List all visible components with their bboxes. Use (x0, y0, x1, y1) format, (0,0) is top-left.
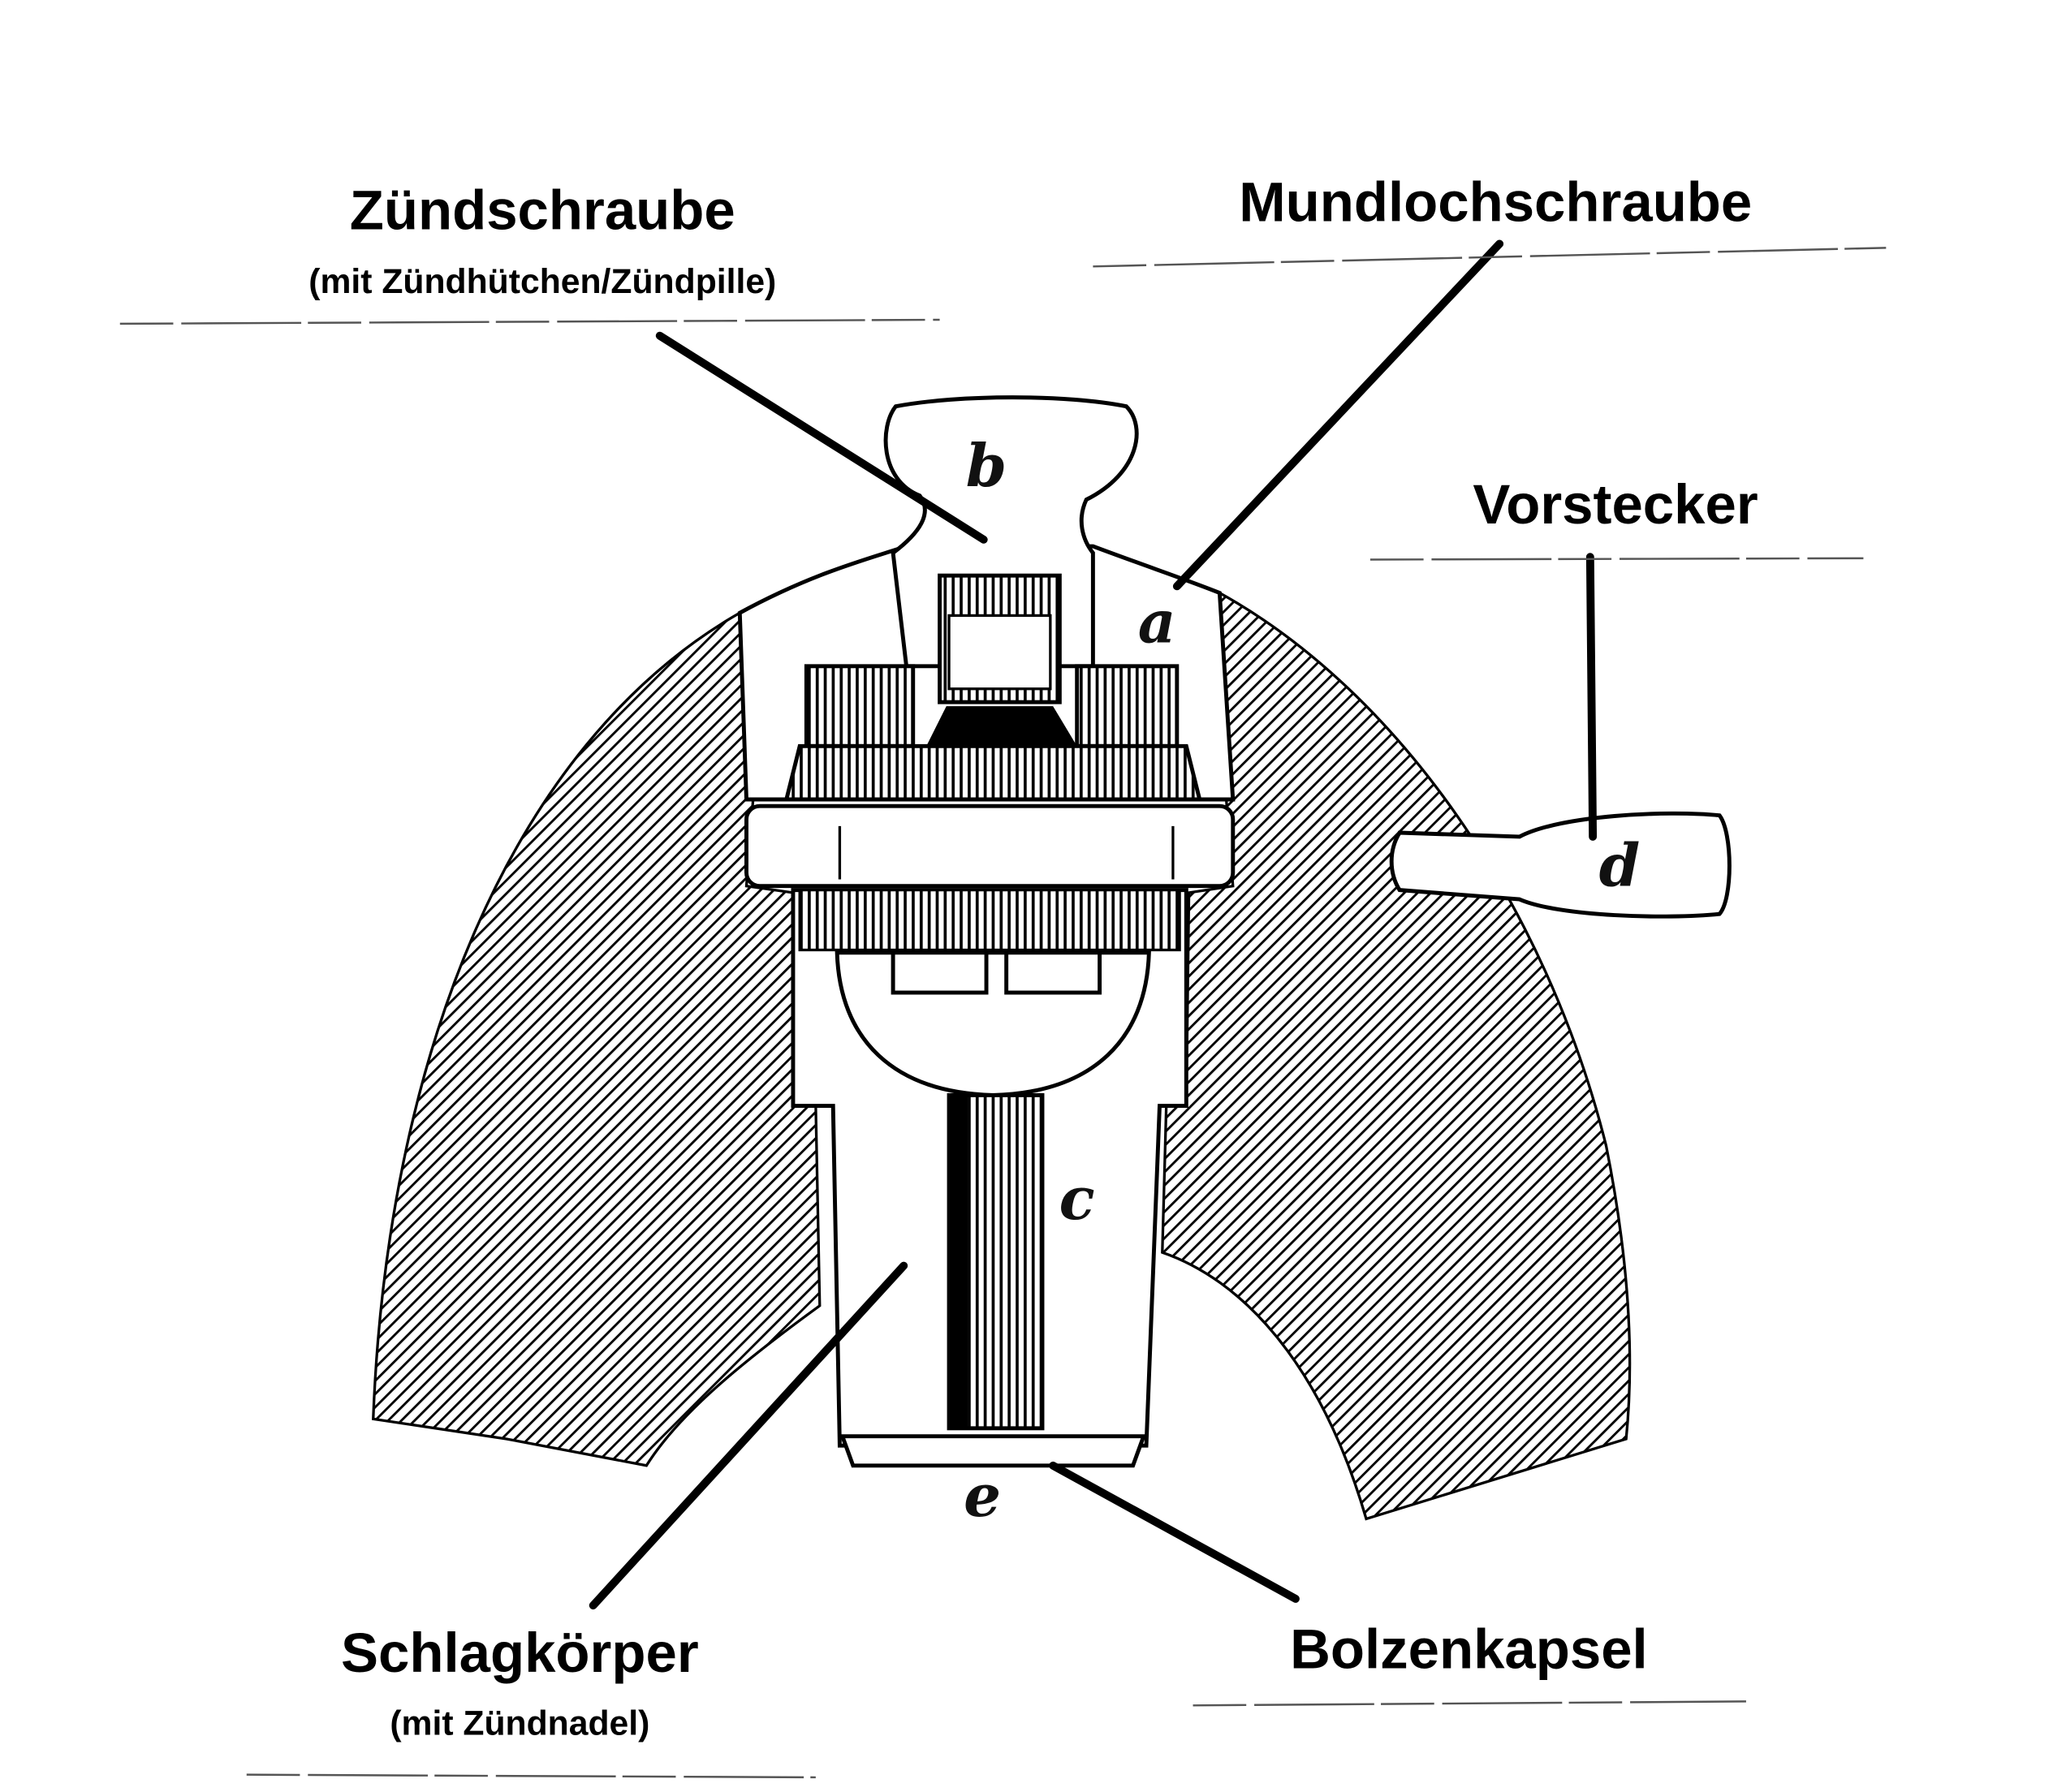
underline-bolzenkapsel (1193, 1700, 1746, 1707)
striker-lug-right (1004, 950, 1102, 995)
bolzenkapsel-cap (839, 1434, 1147, 1468)
shell-left (372, 610, 822, 1467)
part-letter-e: e (964, 1462, 1001, 1531)
striker-lug-left (891, 950, 989, 995)
label-schlagkoerper: Schlagkörper (341, 1622, 699, 1684)
underline-vorstecker (1369, 557, 1864, 561)
part-letter-d: d (1599, 832, 1641, 901)
vorstecker-pin (1389, 811, 1732, 919)
screw-collar-right (1075, 664, 1180, 748)
housing-knurl (798, 888, 1181, 952)
label-schlagkoerper-sub: (mit Zündnadel) (390, 1704, 649, 1742)
leader-mundlochschraube (1172, 239, 1504, 591)
label-zuendschraube: Zündschraube (350, 179, 735, 241)
washer-ring (744, 803, 1236, 889)
part-letter-a: a (1138, 588, 1176, 657)
leader-zuendschraube (655, 331, 988, 544)
label-vorstecker: Vorstecker (1473, 473, 1758, 536)
leader-vorstecker (1585, 553, 1598, 841)
shell-right (1161, 590, 1632, 1521)
label-bolzenkapsel: Bolzenkapsel (1290, 1618, 1648, 1680)
label-mundlochschraube: Mundlochschraube (1239, 171, 1752, 234)
leader-bolzenkapsel (1049, 1461, 1300, 1603)
screw-base (783, 743, 1202, 802)
underline-zuendschraube (119, 318, 940, 325)
underline-mundlochschraube (1093, 247, 1887, 268)
part-letter-c: c (1059, 1165, 1095, 1234)
part-letter-b: b (966, 432, 1007, 501)
screw-collar-left (804, 664, 916, 748)
primer-window (947, 614, 1052, 691)
label-zuendschraube-sub: (mit Zündhütchen/Zündpille) (308, 262, 776, 301)
primer-charge (926, 706, 1077, 747)
underline-schlagkoerper (246, 1773, 816, 1779)
leader-schlagkoerper (589, 1261, 908, 1610)
